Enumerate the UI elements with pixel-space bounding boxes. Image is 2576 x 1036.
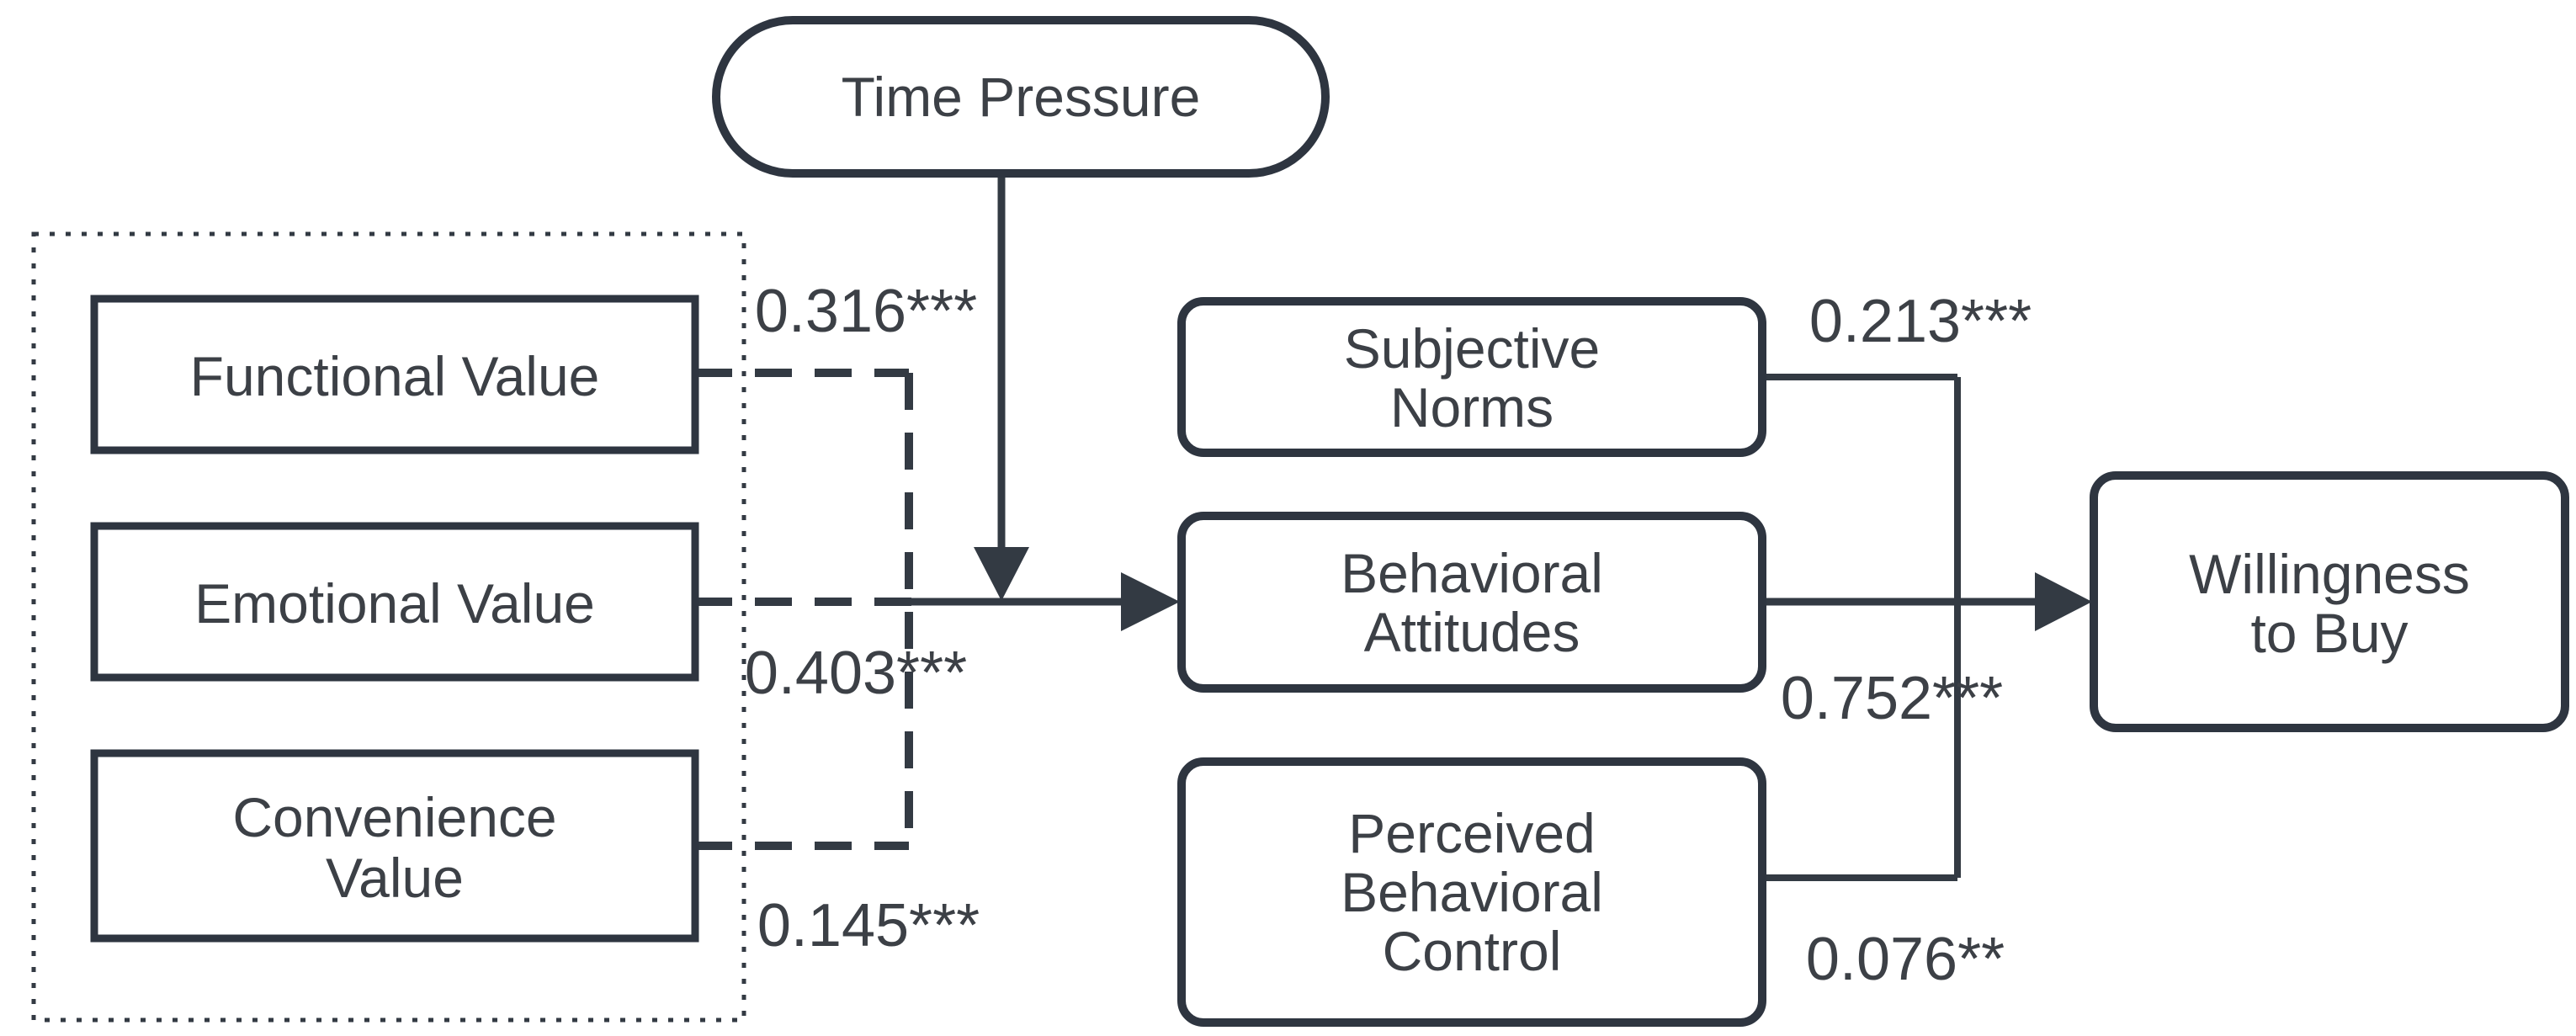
- node-perceived-behavioral-control-label-line3: Control: [1383, 920, 1562, 982]
- node-perceived-behavioral-control-label-line2: Behavioral: [1341, 861, 1603, 923]
- node-emotional-value: Emotional Value: [90, 522, 699, 682]
- node-time-pressure-label: Time Pressure: [842, 66, 1201, 128]
- node-subjective-norms-label-line2: Norms: [1390, 376, 1554, 438]
- node-convenience-value-label-line1: Convenience: [232, 786, 556, 848]
- node-convenience-value: Convenience Value: [90, 749, 699, 943]
- node-convenience-value-label-line2: Value: [326, 847, 464, 909]
- node-time-pressure: Time Pressure: [712, 16, 1330, 178]
- node-functional-value: Functional Value: [90, 295, 699, 454]
- edge-into-behavioral-attitudes-arrowhead-icon: [1121, 572, 1180, 631]
- node-willingness-to-buy-shape: [2090, 471, 2569, 732]
- node-time-pressure-shape: [712, 16, 1330, 178]
- node-functional-value-shape: [90, 295, 699, 454]
- node-subjective-norms-shape: [1177, 297, 1766, 457]
- node-subjective-norms: Subjective Norms: [1177, 297, 1766, 457]
- node-willingness-to-buy-label-line1: Willingness: [2189, 543, 2470, 605]
- node-behavioral-attitudes-label-line2: Attitudes: [1364, 601, 1580, 663]
- coef-functional-to-attitudes: 0.316***: [755, 278, 977, 345]
- node-perceived-behavioral-control-shape: [1177, 757, 1766, 1027]
- node-emotional-value-shape: [90, 522, 699, 682]
- node-subjective-norms-label-line1: Subjective: [1344, 317, 1601, 380]
- coef-emotional-to-attitudes: 0.403***: [745, 640, 967, 707]
- edge-attitudes-to-willingness-arrowhead-icon: [2035, 572, 2092, 631]
- coef-norms-to-willingness: 0.213***: [1809, 288, 2032, 355]
- coef-control-to-willingness: 0.076**: [1806, 926, 2005, 993]
- node-perceived-behavioral-control-label-line1: Perceived: [1348, 802, 1596, 864]
- node-emotional-value-label: Emotional Value: [194, 572, 595, 635]
- values-group-dotted-border: [31, 231, 746, 1023]
- coef-attitudes-to-willingness: 0.752***: [1781, 665, 2003, 732]
- edge-time-pressure-arrowhead-icon: [974, 547, 1029, 601]
- node-willingness-to-buy: Willingness to Buy: [2090, 471, 2569, 732]
- node-perceived-behavioral-control: Perceived Behavioral Control: [1177, 757, 1766, 1027]
- node-functional-value-label: Functional Value: [190, 345, 600, 407]
- node-behavioral-attitudes-shape: [1177, 512, 1766, 693]
- node-convenience-value-shape: [90, 749, 699, 943]
- node-behavioral-attitudes: Behavioral Attitudes: [1177, 512, 1766, 693]
- coef-convenience-to-attitudes: 0.145***: [757, 892, 980, 959]
- node-behavioral-attitudes-label-line1: Behavioral: [1341, 542, 1603, 604]
- node-willingness-to-buy-label-line2: to Buy: [2250, 602, 2408, 664]
